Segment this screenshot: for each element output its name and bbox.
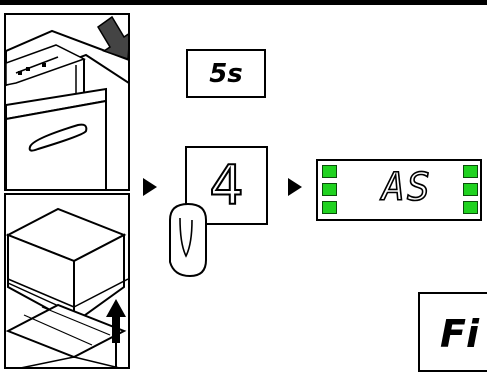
- hold-time-label: 5s: [186, 49, 266, 98]
- led-right-3: [463, 201, 478, 214]
- arrow-right-icon: [288, 178, 302, 196]
- basket-lift-illustration: [4, 193, 130, 369]
- door-open-illustration: [4, 13, 130, 191]
- key-4-label: 4: [208, 153, 244, 217]
- led-right-1: [463, 165, 478, 178]
- led-left-1: [322, 165, 337, 178]
- display-readout: AS: [381, 165, 432, 209]
- led-left-3: [322, 201, 337, 214]
- top-rule: [0, 0, 487, 5]
- figure-label-box: Fi: [418, 292, 487, 372]
- dishwasher-door-open-icon: [6, 15, 128, 189]
- arrow-right-icon: [143, 178, 157, 196]
- status-display: AS: [316, 159, 482, 221]
- figure-label: Fi: [440, 312, 479, 356]
- finger-press-icon: [169, 202, 207, 278]
- led-right-2: [463, 183, 478, 196]
- key-4-button[interactable]: 4: [185, 146, 268, 225]
- basket-lift-icon: [6, 207, 128, 367]
- led-left-2: [322, 183, 337, 196]
